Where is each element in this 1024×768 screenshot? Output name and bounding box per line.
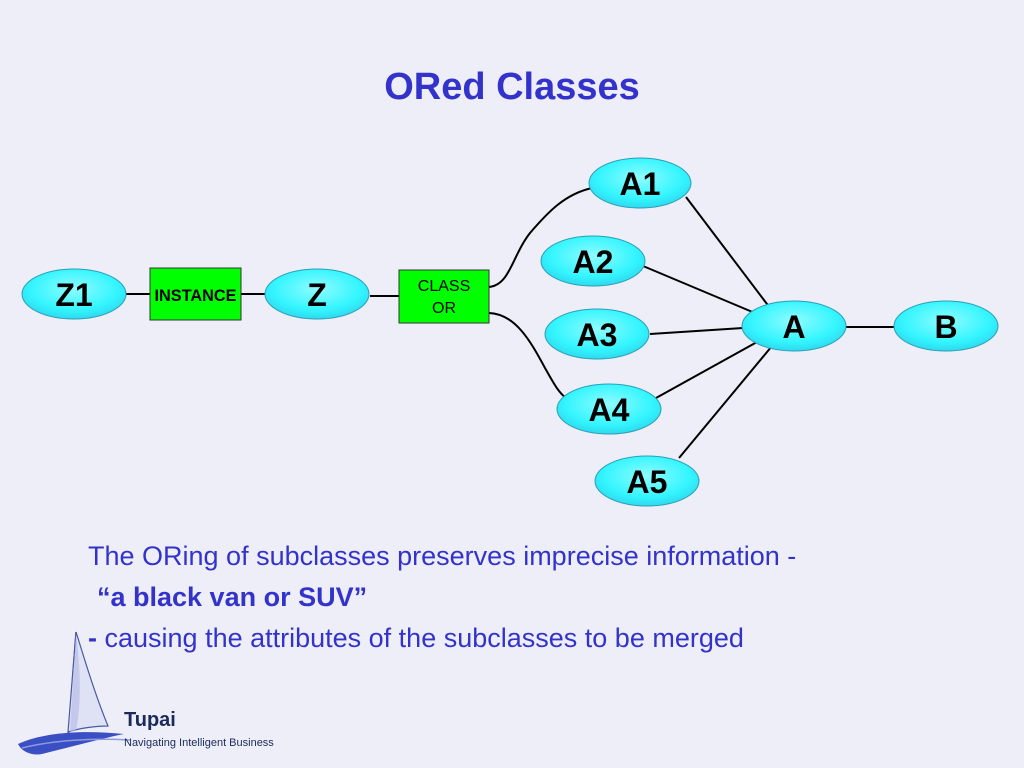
instance-label: INSTANCE — [155, 286, 237, 305]
node-z: Z — [264, 268, 370, 320]
edge-classor-a1 — [488, 187, 593, 288]
class-or-label-line1: CLASS — [418, 278, 470, 295]
node-b: B — [893, 300, 999, 352]
node-a: A — [741, 300, 847, 352]
edge-a1-a — [685, 196, 771, 309]
node-a1-label: A1 — [620, 166, 661, 202]
caption-line-3: - causing the attributes of the subclass… — [88, 618, 1008, 659]
logo-tagline: Navigating Intelligent Business — [124, 737, 274, 749]
node-a4: A4 — [556, 383, 662, 435]
caption-line-2: “a black van or SUV” — [97, 582, 368, 612]
edge-a5-a — [678, 345, 773, 459]
node-a2-label: A2 — [573, 244, 614, 280]
edge-a3-a — [649, 327, 744, 335]
connector-lines — [126, 187, 895, 459]
caption-text: The ORing of subclasses preserves imprec… — [88, 536, 1008, 659]
class-or-box: CLASS OR — [398, 269, 490, 324]
node-z1: Z1 — [21, 268, 127, 320]
slide-title: ORed Classes — [384, 66, 640, 108]
logo-brand-name: Tupai — [124, 709, 176, 731]
node-a5-label: A5 — [627, 464, 668, 500]
node-a2: A2 — [540, 235, 646, 287]
caption-line-1: The ORing of subclasses preserves imprec… — [88, 541, 797, 571]
node-z-label: Z — [307, 277, 327, 313]
node-a5: A5 — [594, 455, 700, 507]
node-a3-label: A3 — [577, 317, 618, 353]
instance-box: INSTANCE — [149, 267, 242, 321]
node-a3: A3 — [544, 308, 650, 360]
node-z1-label: Z1 — [55, 277, 92, 313]
edge-classor-a4 — [488, 312, 567, 399]
tupai-sailboat-logo-icon — [18, 631, 131, 755]
node-b-label: B — [934, 309, 957, 345]
node-a1: A1 — [588, 157, 692, 209]
class-or-label-line2: OR — [432, 300, 456, 317]
node-a-label: A — [782, 309, 805, 345]
edge-a2-a — [642, 265, 763, 317]
caption-line-3-text: causing the attributes of the subclasses… — [97, 623, 744, 653]
node-a4-label: A4 — [589, 392, 630, 428]
caption-dash: - — [88, 623, 97, 653]
edge-a4-a — [655, 341, 758, 399]
